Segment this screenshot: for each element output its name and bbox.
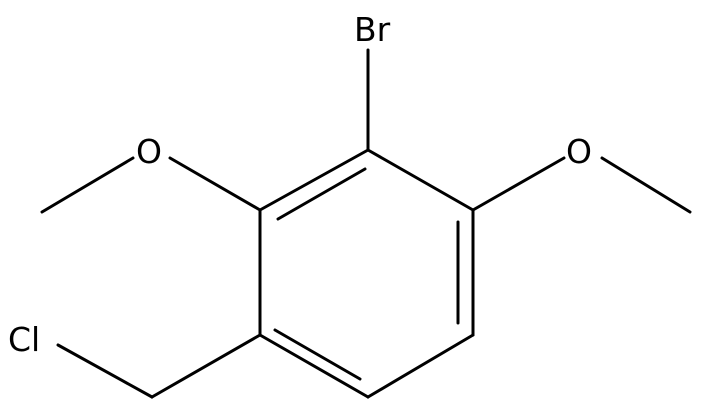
ring-bond-c6-c1 xyxy=(258,148,370,212)
atom-labels: Br O O Cl xyxy=(8,10,592,359)
benzene-ring xyxy=(258,148,475,399)
double-bond-inner-top-left xyxy=(276,167,367,221)
bond-o-left-methyl xyxy=(40,156,135,214)
ring-bond-c1-c2 xyxy=(366,148,475,212)
bond-c6-o-left xyxy=(168,156,262,212)
bond-ch2-cl xyxy=(56,343,154,399)
double-bond-inner-bottom xyxy=(273,328,362,381)
bond-c2-o-right xyxy=(471,156,566,212)
ring-bond-c3-c4 xyxy=(366,333,475,399)
oxygen-right-label: O xyxy=(566,132,592,171)
substituent-bonds xyxy=(40,48,692,399)
chlorine-label: Cl xyxy=(8,320,40,359)
bond-o-right-methyl xyxy=(600,156,692,214)
oxygen-left-label: O xyxy=(136,132,162,171)
ring-bond-c4-c5 xyxy=(258,333,370,399)
bromine-label: Br xyxy=(354,10,391,49)
bond-c5-ch2 xyxy=(150,333,262,399)
